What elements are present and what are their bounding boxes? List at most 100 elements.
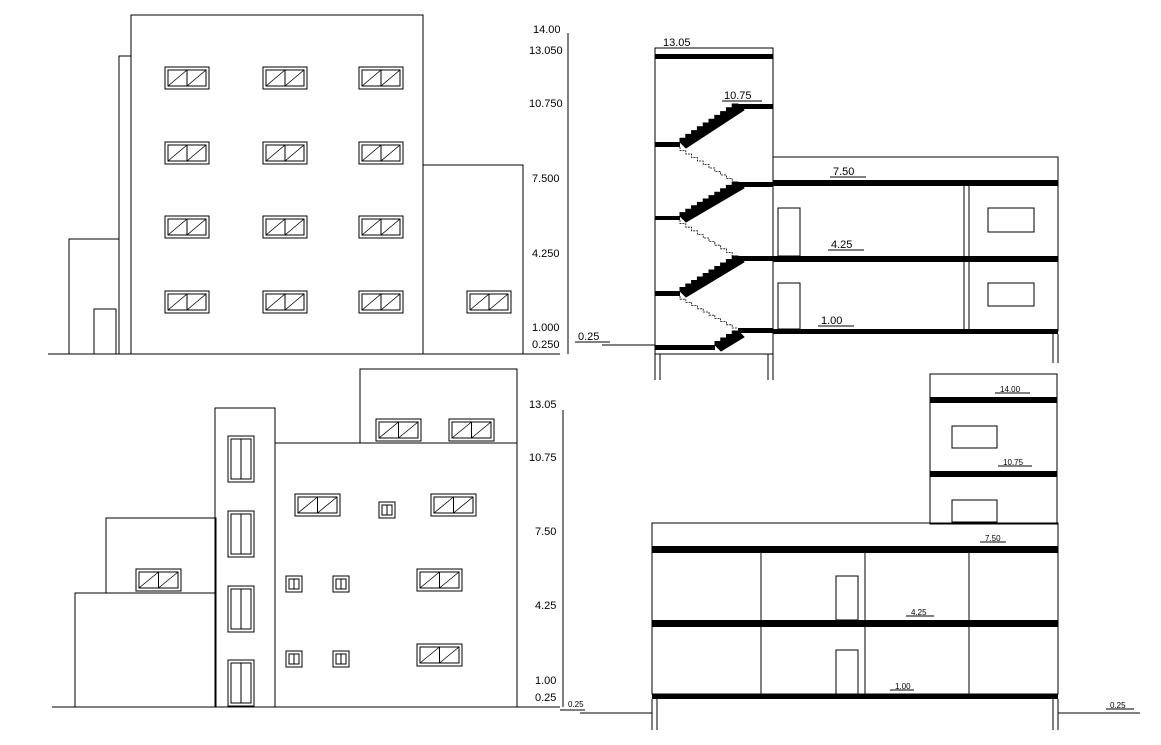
window (448, 418, 495, 442)
landing-slab (738, 104, 773, 109)
level-label: 1.00 (535, 675, 556, 687)
main-block (274, 442, 518, 708)
window (294, 493, 341, 517)
floor-slab (773, 256, 1058, 262)
window (416, 568, 463, 592)
floor-slab (652, 546, 1058, 553)
level-label: 0.250 (532, 339, 560, 351)
window (164, 141, 210, 165)
stair-flight (679, 181, 745, 223)
window-opening (951, 425, 998, 449)
window (164, 66, 210, 90)
level-label: 0.25 (578, 331, 599, 343)
window (358, 290, 404, 314)
window-group (135, 418, 495, 707)
landing-slab (655, 291, 680, 296)
level-label: 13.05 (663, 37, 691, 49)
window (358, 141, 404, 165)
level-label: 10.75 (529, 452, 557, 464)
door-opening (777, 282, 801, 330)
window (227, 510, 255, 558)
window (332, 575, 350, 593)
window-group (164, 66, 512, 314)
level-label: 14.00 (533, 24, 561, 36)
window-opening (951, 499, 998, 523)
window (227, 585, 255, 633)
floor-slab (930, 471, 1057, 477)
window (285, 575, 303, 593)
level-label: 0.25 (535, 692, 556, 704)
lower-left-block (74, 592, 217, 708)
door-opening (835, 575, 859, 621)
level-label: 0.25 (568, 700, 584, 709)
door-opening (835, 649, 859, 695)
level-label: 4.25 (535, 600, 556, 612)
landing-slab (738, 256, 773, 261)
door-opening (777, 207, 801, 257)
level-label: 1.00 (821, 315, 842, 327)
level-label: 7.50 (535, 526, 556, 538)
window (262, 215, 308, 239)
window (227, 659, 255, 707)
window (466, 290, 512, 314)
level-label: 4.250 (532, 248, 560, 260)
side-strip (118, 55, 132, 355)
level-label: 0.25 (1110, 701, 1126, 710)
floor-slab (652, 620, 1058, 627)
landing-slab (738, 182, 773, 187)
landing-slab (655, 216, 680, 220)
level-label: 1.000 (532, 322, 560, 334)
level-label: 4.25 (911, 608, 927, 617)
level-label: 13.050 (529, 45, 563, 57)
window (358, 66, 404, 90)
floor-slab (652, 694, 1058, 699)
level-label: 14.00 (1000, 385, 1021, 394)
window (164, 215, 210, 239)
cross-section-1: 13.05 10.75 7.50 4.25 1.00 0.25 (575, 37, 1059, 380)
stair-flight (714, 330, 745, 352)
roof-slab (655, 54, 773, 59)
window (358, 215, 404, 239)
stair-flight (679, 147, 738, 183)
stair-flight (679, 296, 738, 329)
level-marks: 14.00 13.050 10.750 7.500 4.250 1.000 0.… (529, 24, 563, 351)
window (164, 290, 210, 314)
level-label: 4.25 (831, 239, 852, 251)
level-label: 7.50 (985, 534, 1001, 543)
floor-slab (773, 329, 1058, 334)
lower-wing (422, 164, 524, 355)
window (262, 290, 308, 314)
stair-flight (679, 255, 745, 298)
window (285, 650, 303, 668)
level-label: 10.75 (1003, 458, 1024, 467)
floor-slab (773, 180, 1058, 186)
ground-slab (655, 345, 715, 350)
landing-slab (655, 142, 680, 147)
window (227, 435, 255, 483)
level-label: 7.50 (833, 166, 854, 178)
window (135, 568, 182, 592)
window-opening (987, 207, 1035, 233)
level-label: 10.750 (529, 98, 563, 110)
window (430, 493, 477, 517)
upper-block (359, 368, 518, 444)
level-label: 7.500 (532, 173, 560, 185)
window (262, 141, 308, 165)
level-label: 13.05 (529, 399, 557, 411)
window (332, 650, 350, 668)
stair-flight (679, 220, 738, 257)
window (416, 643, 463, 667)
window (262, 66, 308, 90)
cross-section-2: 14.00 10.75 7.50 4.25 1.00 0.25 (580, 373, 1140, 730)
stair-tower (214, 407, 276, 708)
staircase (679, 103, 745, 352)
side-elevation: 13.05 10.75 7.50 4.25 1.00 0.25 0.25 (52, 368, 585, 711)
landing-slab (738, 328, 773, 333)
window (375, 418, 422, 442)
level-label: 1.00 (895, 682, 911, 691)
window (378, 501, 396, 519)
level-label: 10.75 (724, 90, 752, 102)
entrance-door (93, 308, 117, 355)
front-elevation: 14.00 13.050 10.750 7.500 4.250 1.000 0.… (48, 14, 569, 355)
